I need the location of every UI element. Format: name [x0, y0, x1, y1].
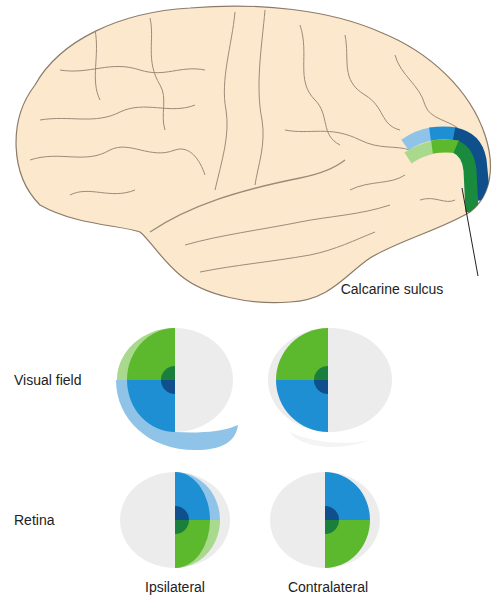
sulcus — [285, 130, 410, 150]
visual-field-ipsilateral — [116, 328, 238, 450]
fovea-upper — [175, 506, 189, 520]
sulcus — [30, 147, 205, 175]
sulcus — [215, 12, 235, 190]
quadrant-lower — [127, 380, 175, 432]
brain-outline — [16, 6, 490, 302]
quadrant-lower — [276, 380, 328, 432]
fovea-lower — [161, 380, 175, 394]
gyri — [30, 10, 484, 272]
fovea-lower — [314, 380, 328, 394]
sulcus — [150, 18, 165, 130]
quadrant-lower — [325, 520, 370, 568]
sulcus — [345, 35, 400, 130]
quadrant-lower — [175, 520, 210, 568]
sulcus — [200, 232, 375, 272]
sulcus — [395, 55, 460, 130]
structure-label: Calcarine sulcus — [341, 280, 444, 298]
retina-background — [120, 472, 230, 568]
leader-line — [462, 188, 478, 276]
sulcus — [350, 175, 405, 190]
cortex-band — [408, 147, 434, 158]
fovea-lower — [175, 520, 189, 534]
periphery-upper — [175, 472, 220, 520]
retina-contralateral — [270, 472, 380, 568]
sulcus — [70, 190, 135, 195]
sulcus — [420, 199, 455, 202]
periphery-upper — [117, 328, 175, 380]
periphery-lower — [175, 520, 220, 568]
fovea-upper — [161, 366, 175, 380]
fovea-lower — [325, 520, 339, 534]
fovea-upper — [325, 506, 339, 520]
cortex-band — [456, 147, 472, 212]
quadrant-upper — [175, 472, 210, 520]
column-label: Contralateral — [288, 578, 368, 596]
quadrant-upper — [325, 472, 370, 520]
cortex-band — [432, 146, 458, 147]
fovea-upper — [314, 366, 328, 380]
field-crescent — [290, 432, 370, 447]
sulcus — [95, 30, 100, 100]
retina-ipsilateral — [120, 472, 230, 568]
sylvian-fissure — [150, 160, 345, 232]
field-background — [268, 328, 392, 432]
sulcus — [60, 66, 205, 72]
retina-background — [270, 472, 380, 568]
column-label: Ipsilateral — [145, 578, 205, 596]
sulcus — [255, 10, 265, 185]
sulcus — [300, 25, 340, 145]
quadrant-upper — [127, 328, 175, 380]
quadrant-upper — [276, 328, 328, 380]
visual-field-contralateral — [268, 328, 392, 447]
cortex-band — [430, 133, 456, 134]
row-label: Retina — [14, 511, 54, 529]
sulcus — [40, 105, 195, 120]
periphery-lower — [116, 380, 238, 450]
row-label: Visual field — [14, 371, 81, 389]
